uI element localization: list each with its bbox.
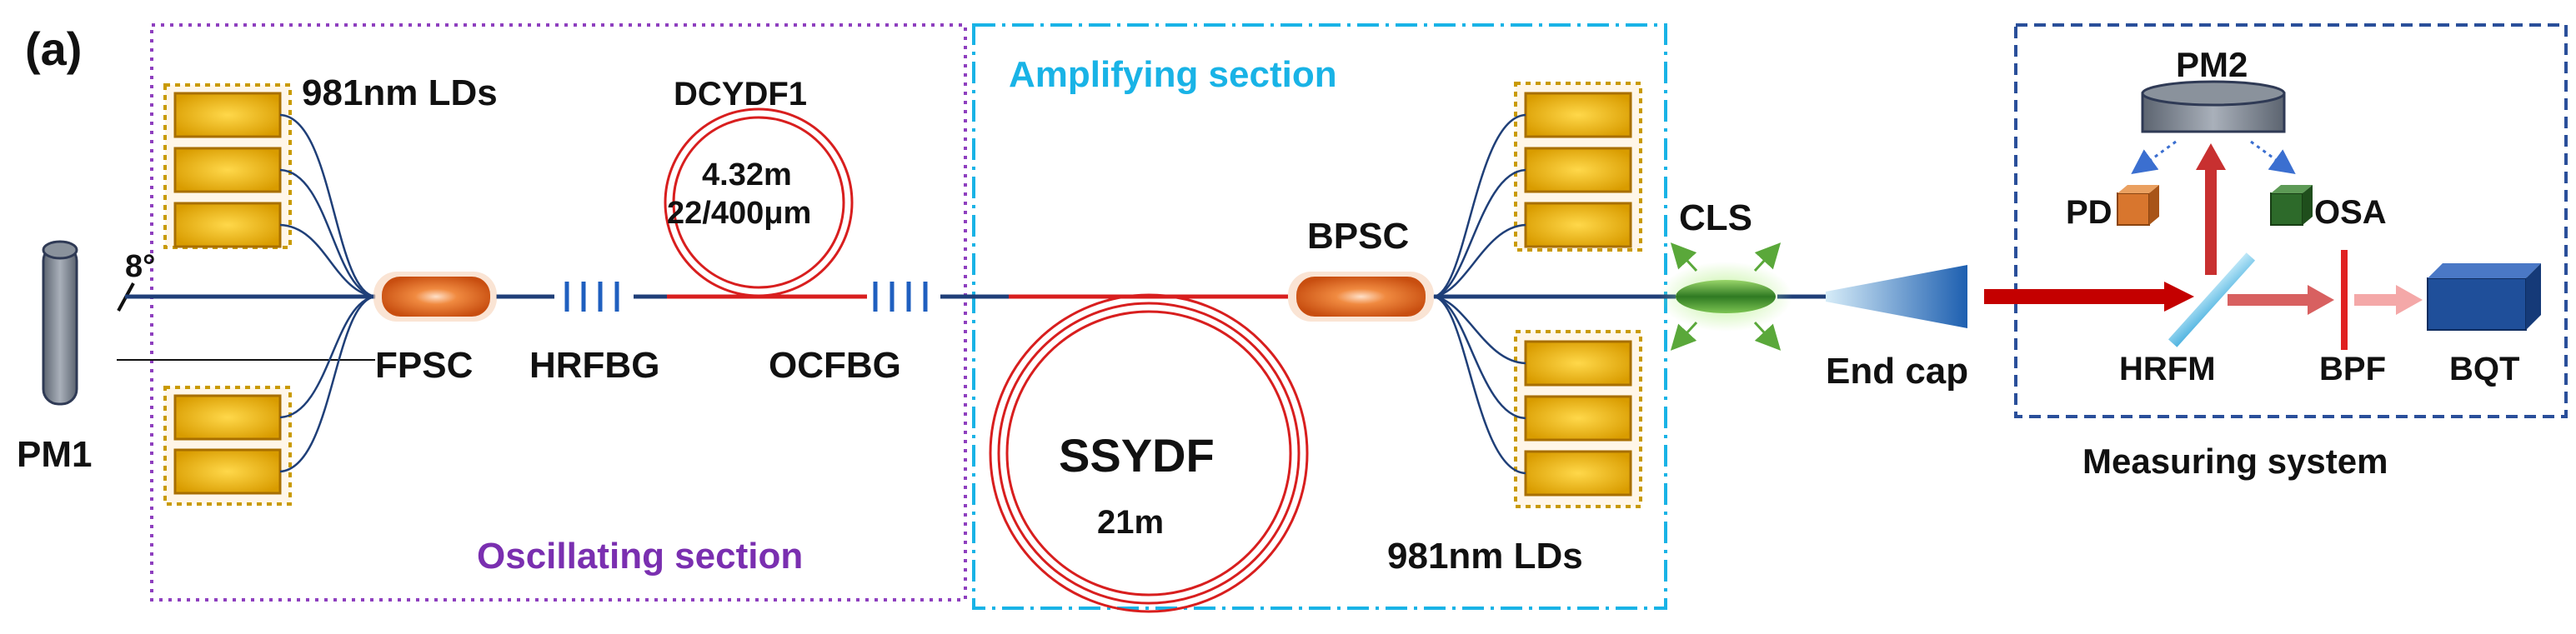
- bqt-detector: [2427, 263, 2541, 331]
- ld-icon: [173, 147, 282, 193]
- amplifier-ld-stack-top: [1514, 82, 1642, 252]
- reflected-beam-arrowhead: [2196, 143, 2226, 170]
- fpsc-combiner: [373, 272, 497, 322]
- lds-top-label: 981nm LDs: [302, 72, 498, 113]
- ld-icon: [1524, 202, 1632, 248]
- panel-label: (a): [25, 22, 82, 75]
- pd-detector: [2117, 185, 2159, 226]
- ocfbg-label: OCFBG: [769, 345, 901, 386]
- angle-label: 8°: [125, 249, 155, 284]
- dcydf1-name-label: DCYDF1: [674, 76, 807, 112]
- scatter-arrows: [1670, 242, 1782, 351]
- ld-icon: [1524, 450, 1632, 497]
- ocfbg-grating: [873, 282, 928, 312]
- pm2-label: PM2: [2176, 45, 2248, 84]
- pm2-power-meter: [2141, 80, 2286, 133]
- ld-icon: [173, 448, 282, 495]
- bpsc-combiner: [1288, 272, 1434, 322]
- bpf-filter: [2341, 250, 2348, 350]
- measuring-system-label: Measuring system: [2082, 442, 2388, 481]
- ssydf-name-label: SSYDF: [1059, 429, 1215, 482]
- bqt-label: BQT: [2449, 351, 2519, 387]
- pm1-label: PM1: [17, 434, 92, 475]
- cls-label: CLS: [1679, 197, 1752, 238]
- bpsc-label: BPSC: [1307, 216, 1409, 257]
- cls-stripper: [1659, 242, 1792, 351]
- osa-analyzer: [2270, 185, 2313, 226]
- dcydf1-length-label: 4.32m: [702, 157, 792, 192]
- ld-icon: [1524, 340, 1632, 387]
- filtered-beam-arrowhead: [2396, 285, 2423, 315]
- amplifying-section-label: Amplifying section: [1009, 54, 1337, 95]
- ld-icon: [173, 92, 282, 138]
- ld-icon: [1524, 395, 1632, 442]
- oscillator-ld-stack-bottom: [163, 386, 292, 506]
- transmitted-beam-arrowhead: [2308, 285, 2334, 315]
- amplifier-pump-fibers: [1433, 113, 1526, 475]
- measuring-system-box: [2014, 23, 2568, 418]
- ld-icon: [1524, 92, 1632, 138]
- ssydf-length-label: 21m: [1097, 504, 1164, 541]
- ld-icon: [173, 394, 282, 441]
- amplifying-section-box: [972, 23, 1667, 610]
- sampling-arrows: [2131, 140, 2296, 175]
- dcydf1-spec-label: 22/400μm: [667, 196, 811, 231]
- output-beam-arrowhead: [2164, 282, 2194, 312]
- hrfbg-label: HRFBG: [529, 345, 659, 386]
- end-cap-label: End cap: [1826, 351, 1968, 392]
- oscillator-pump-fibers: [279, 113, 376, 473]
- oscillating-section-box: [150, 23, 967, 602]
- osa-label: OSA: [2314, 194, 2387, 231]
- pm1-power-meter: [42, 240, 78, 406]
- ld-icon: [173, 202, 282, 248]
- hrfbg-grating: [564, 282, 619, 312]
- lds-bottom-label: 981nm LDs: [1387, 536, 1583, 577]
- amplifier-ld-stack-bottom: [1514, 330, 1642, 508]
- fpsc-label: FPSC: [375, 345, 473, 386]
- pd-label: PD: [2066, 194, 2112, 231]
- oscillator-ld-stack-top: [163, 83, 292, 249]
- end-cap: [1826, 265, 1967, 328]
- bpf-label: BPF: [2319, 351, 2386, 387]
- ld-icon: [1524, 147, 1632, 193]
- oscillating-section-label: Oscillating section: [477, 536, 803, 577]
- dcydf1-coil: [664, 107, 854, 297]
- ssydf-coil: [989, 293, 1309, 613]
- hrfm-label: HRFM: [2119, 351, 2216, 387]
- hrfm-mirror: [2168, 252, 2256, 347]
